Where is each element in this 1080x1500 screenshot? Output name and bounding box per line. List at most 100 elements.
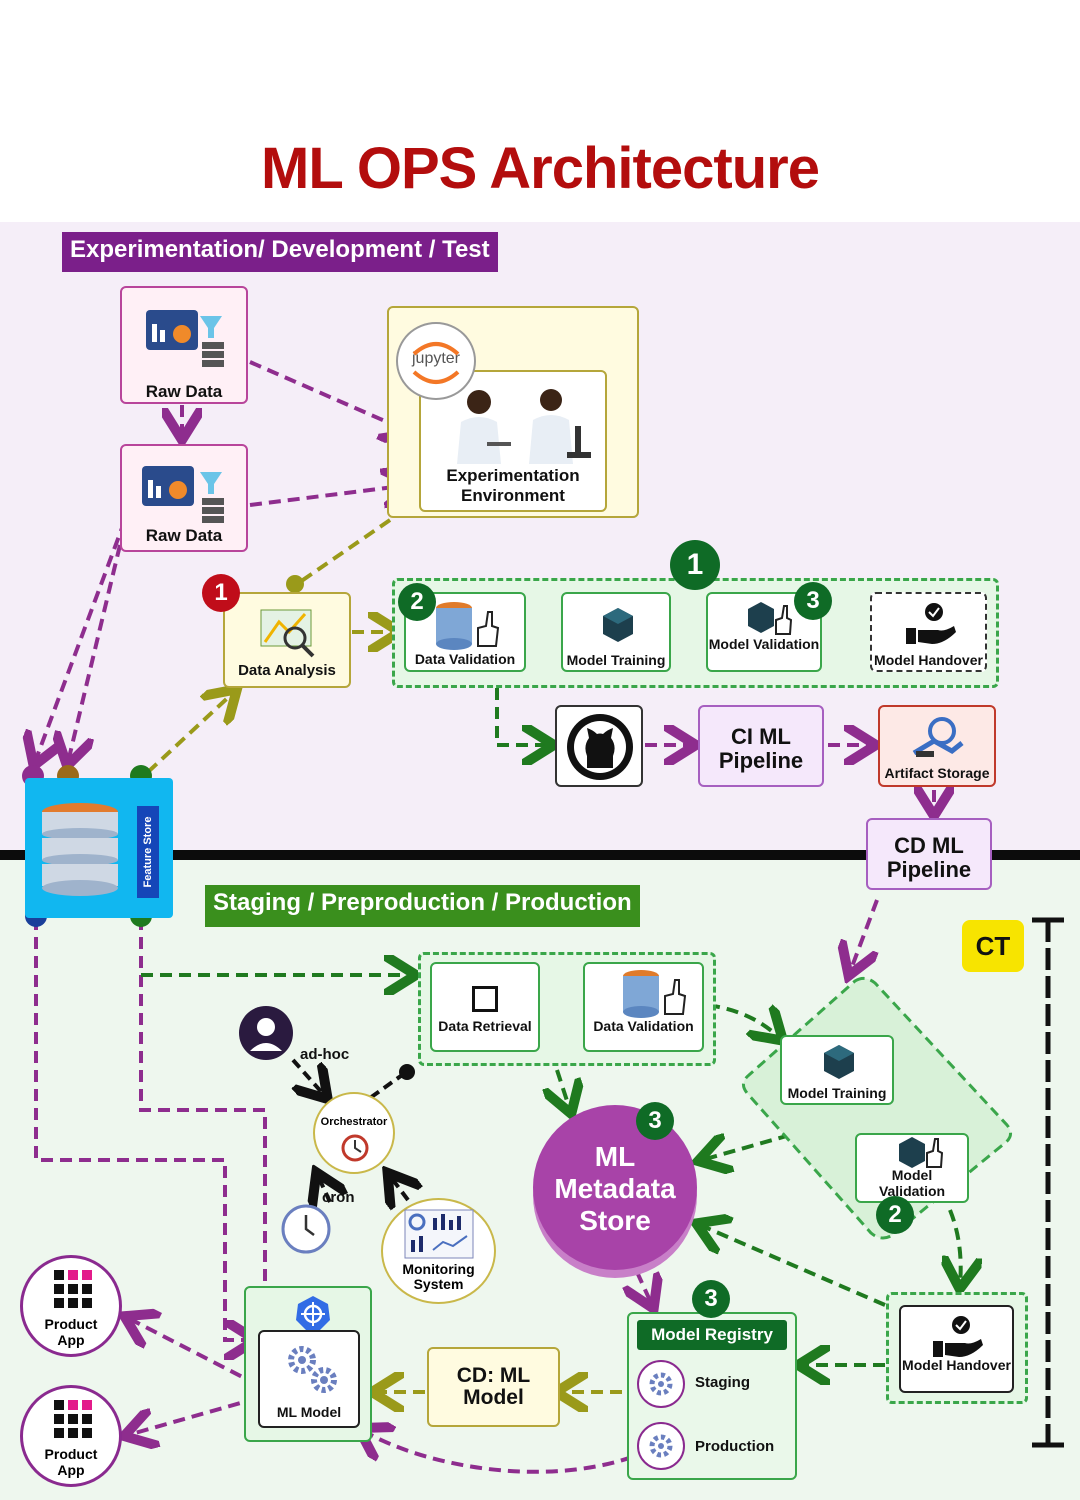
section-divider — [0, 850, 1080, 860]
arrow-handover-to-store — [700, 1225, 886, 1307]
arrow-raw-to-env-1 — [249, 360, 410, 432]
production-label: Production — [695, 1438, 775, 1455]
clock-gear-icon — [341, 1134, 369, 1162]
feature-store-tab — [137, 806, 159, 898]
model-handover-label: Model Handover — [874, 652, 983, 668]
raw-data-box-1[interactable]: Raw Data — [120, 286, 248, 404]
model-training-box[interactable]: Model Training — [561, 592, 671, 672]
prod-data-validation-label: Data Validation — [593, 1018, 694, 1034]
ml-metadata-store-label: ML Metadata Store — [554, 1141, 676, 1236]
app-grid-icon — [54, 1270, 92, 1308]
ml-metadata-store-circle[interactable]: ML Metadata Store — [533, 1105, 697, 1270]
prod-data-validation-box[interactable]: Data Validation — [583, 962, 704, 1052]
square-icon — [472, 986, 498, 1012]
cube-thumbsup-icon — [748, 602, 792, 635]
arrow-production-to-model — [362, 1430, 651, 1474]
prod-model-validation-box[interactable]: Model Validation — [855, 1133, 969, 1203]
arrow-cd-to-pipeline — [850, 899, 879, 972]
model-validation-label: Model Validation — [708, 636, 820, 652]
user-icon — [239, 1006, 293, 1060]
step-badge-3-store: 3 — [636, 1102, 674, 1140]
product-app-label-1: Product App — [44, 1316, 98, 1348]
raw-data-label-2: Raw Data — [145, 526, 223, 545]
prod-model-handover-label: Model Handover — [902, 1357, 1011, 1373]
arrow-feature-to-model-1 — [34, 918, 252, 1340]
database-chart-icon — [142, 466, 224, 523]
arrow-raw-to-env-2 — [249, 485, 410, 505]
arrow-pipeline-to-github — [495, 688, 550, 745]
model-registry-label: Model Registry — [637, 1320, 787, 1350]
arrow-dv-to-training — [707, 1003, 780, 1038]
raw-data-box-2[interactable]: Raw Data — [120, 444, 248, 552]
orchestrator-label: Orchestrator — [320, 1116, 388, 1128]
prod-data-retrieval-label: Data Retrieval — [438, 1018, 532, 1034]
database-chart-icon — [146, 310, 224, 367]
prod-data-retrieval-box[interactable]: Data Retrieval — [430, 962, 540, 1052]
orchestrator-circle[interactable]: Orchestrator — [313, 1092, 395, 1174]
arrow-store-to-registry — [637, 1271, 652, 1305]
monitoring-system-circle[interactable]: Monitoring System — [381, 1198, 496, 1304]
model-handover-box[interactable]: Model Handover — [870, 592, 987, 672]
data-analysis-icon — [260, 609, 315, 658]
step-badge-3-registry: 3 — [692, 1280, 730, 1318]
app-grid-icon — [54, 1400, 92, 1438]
product-app-1[interactable]: Product App — [20, 1255, 122, 1357]
cube-icon — [824, 1045, 854, 1079]
ml-model-box[interactable]: ML Model — [258, 1330, 360, 1428]
data-validation-label: Data Validation — [414, 651, 516, 667]
database-thumbsup-icon — [623, 970, 687, 1018]
jupyter-label: jupyter — [411, 350, 461, 367]
prod-model-training-box[interactable]: Model Training — [780, 1035, 894, 1105]
production-section-label: Staging / Preproduction / Production — [205, 885, 640, 927]
feature-store-box[interactable]: Feature Store — [25, 778, 173, 918]
gears-icon — [288, 1346, 337, 1393]
step-badge-2-prod: 2 — [876, 1196, 914, 1234]
data-analysis-label: Data Analysis — [238, 662, 336, 679]
monitoring-system-label: Monitoring System — [402, 1261, 475, 1292]
github-box[interactable] — [555, 705, 643, 787]
feature-store-label: Feature Store — [142, 816, 154, 888]
arrow-retrieval-to-store — [557, 1069, 570, 1110]
product-app-2[interactable]: Product App — [20, 1385, 122, 1487]
prod-model-training-label: Model Training — [787, 1085, 887, 1101]
ci-ml-pipeline-box[interactable]: CI ML Pipeline — [698, 705, 824, 787]
page-title: ML OPS Architecture — [261, 136, 820, 201]
step-badge-1-red: 1 — [202, 574, 240, 612]
cd-ml-model-label: CD: ML Model — [456, 1364, 531, 1409]
ml-model-label: ML Model — [276, 1404, 342, 1420]
cd-ml-pipeline-label: CD ML Pipeline — [886, 833, 972, 882]
ad-hoc-label: ad-hoc — [300, 1046, 350, 1063]
raw-data-label-1: Raw Data — [145, 382, 223, 401]
scientists-icon — [457, 389, 591, 464]
arrow-raw-to-feature-1 — [35, 519, 127, 762]
jupyter-arc-icon — [412, 342, 460, 384]
arrow-env-to-analysis — [298, 518, 392, 584]
arrow-pipeline-to-handover — [950, 1209, 961, 1285]
step-badge-3: 3 — [794, 582, 832, 620]
data-analysis-box[interactable]: Data Analysis — [223, 592, 351, 688]
cd-ml-model-box[interactable]: CD: ML Model — [427, 1347, 560, 1427]
model-registry-box[interactable]: Model Registry Staging Production — [627, 1312, 797, 1480]
artifact-storage-box[interactable]: Artifact Storage — [878, 705, 996, 787]
model-training-label: Model Training — [566, 652, 666, 668]
prod-model-handover-box[interactable]: Model Handover — [899, 1305, 1014, 1393]
artifact-storage-label: Artifact Storage — [884, 765, 990, 781]
github-icon — [567, 714, 633, 780]
cube-thumbsup-icon — [899, 1137, 943, 1168]
step-badge-2: 2 — [398, 583, 436, 621]
arrow-model-to-app-2 — [128, 1396, 259, 1435]
arrow-feature-to-model-2 — [139, 918, 265, 1322]
prod-model-validation-label: Model Validation — [878, 1167, 946, 1199]
staging-gear-icon — [637, 1360, 685, 1408]
monitoring-dashboard-icon — [404, 1209, 474, 1259]
arrow-feature-to-analysis — [146, 692, 234, 774]
hand-check-icon — [906, 603, 956, 644]
database-icon — [42, 803, 118, 896]
cd-ml-pipeline-box[interactable]: CD ML Pipeline — [866, 818, 992, 890]
product-app-label-2: Product App — [44, 1446, 98, 1478]
artifact-storage-icon — [912, 717, 964, 757]
cron-label: cron — [322, 1189, 355, 1206]
experimentation-environment-label: Experimentation Environment — [446, 466, 580, 505]
jupyter-logo: jupyter — [396, 322, 476, 400]
ct-badge: CT — [962, 920, 1024, 972]
